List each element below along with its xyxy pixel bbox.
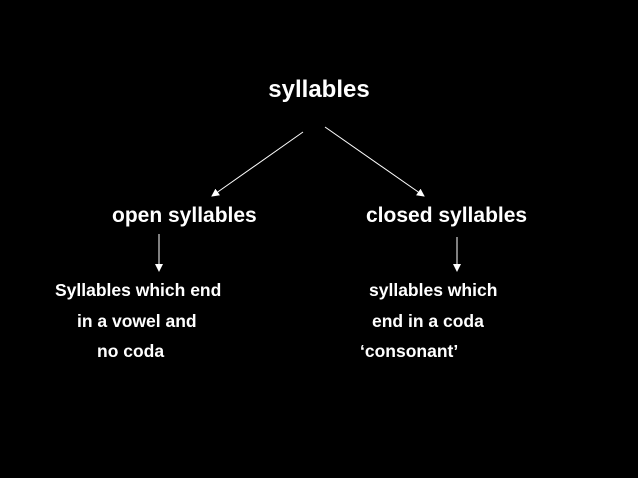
closed-description-line-1: syllables which xyxy=(369,280,498,300)
open-description-line-2: in a vowel and xyxy=(77,311,197,331)
diagram-root-title: syllables xyxy=(268,76,370,103)
closed-description-line-2: end in a coda xyxy=(372,311,484,331)
open-description-line-1: Syllables which end xyxy=(55,280,222,300)
open-syllables-heading: open syllables xyxy=(112,204,257,227)
arrow-root-to-open xyxy=(211,131,304,197)
closed-syllables-heading: closed syllables xyxy=(366,204,528,227)
closed-description-line-3: ‘consonant’ xyxy=(360,341,459,361)
arrow-root-to-closed xyxy=(324,126,425,197)
open-description-line-3: no coda xyxy=(97,341,165,361)
